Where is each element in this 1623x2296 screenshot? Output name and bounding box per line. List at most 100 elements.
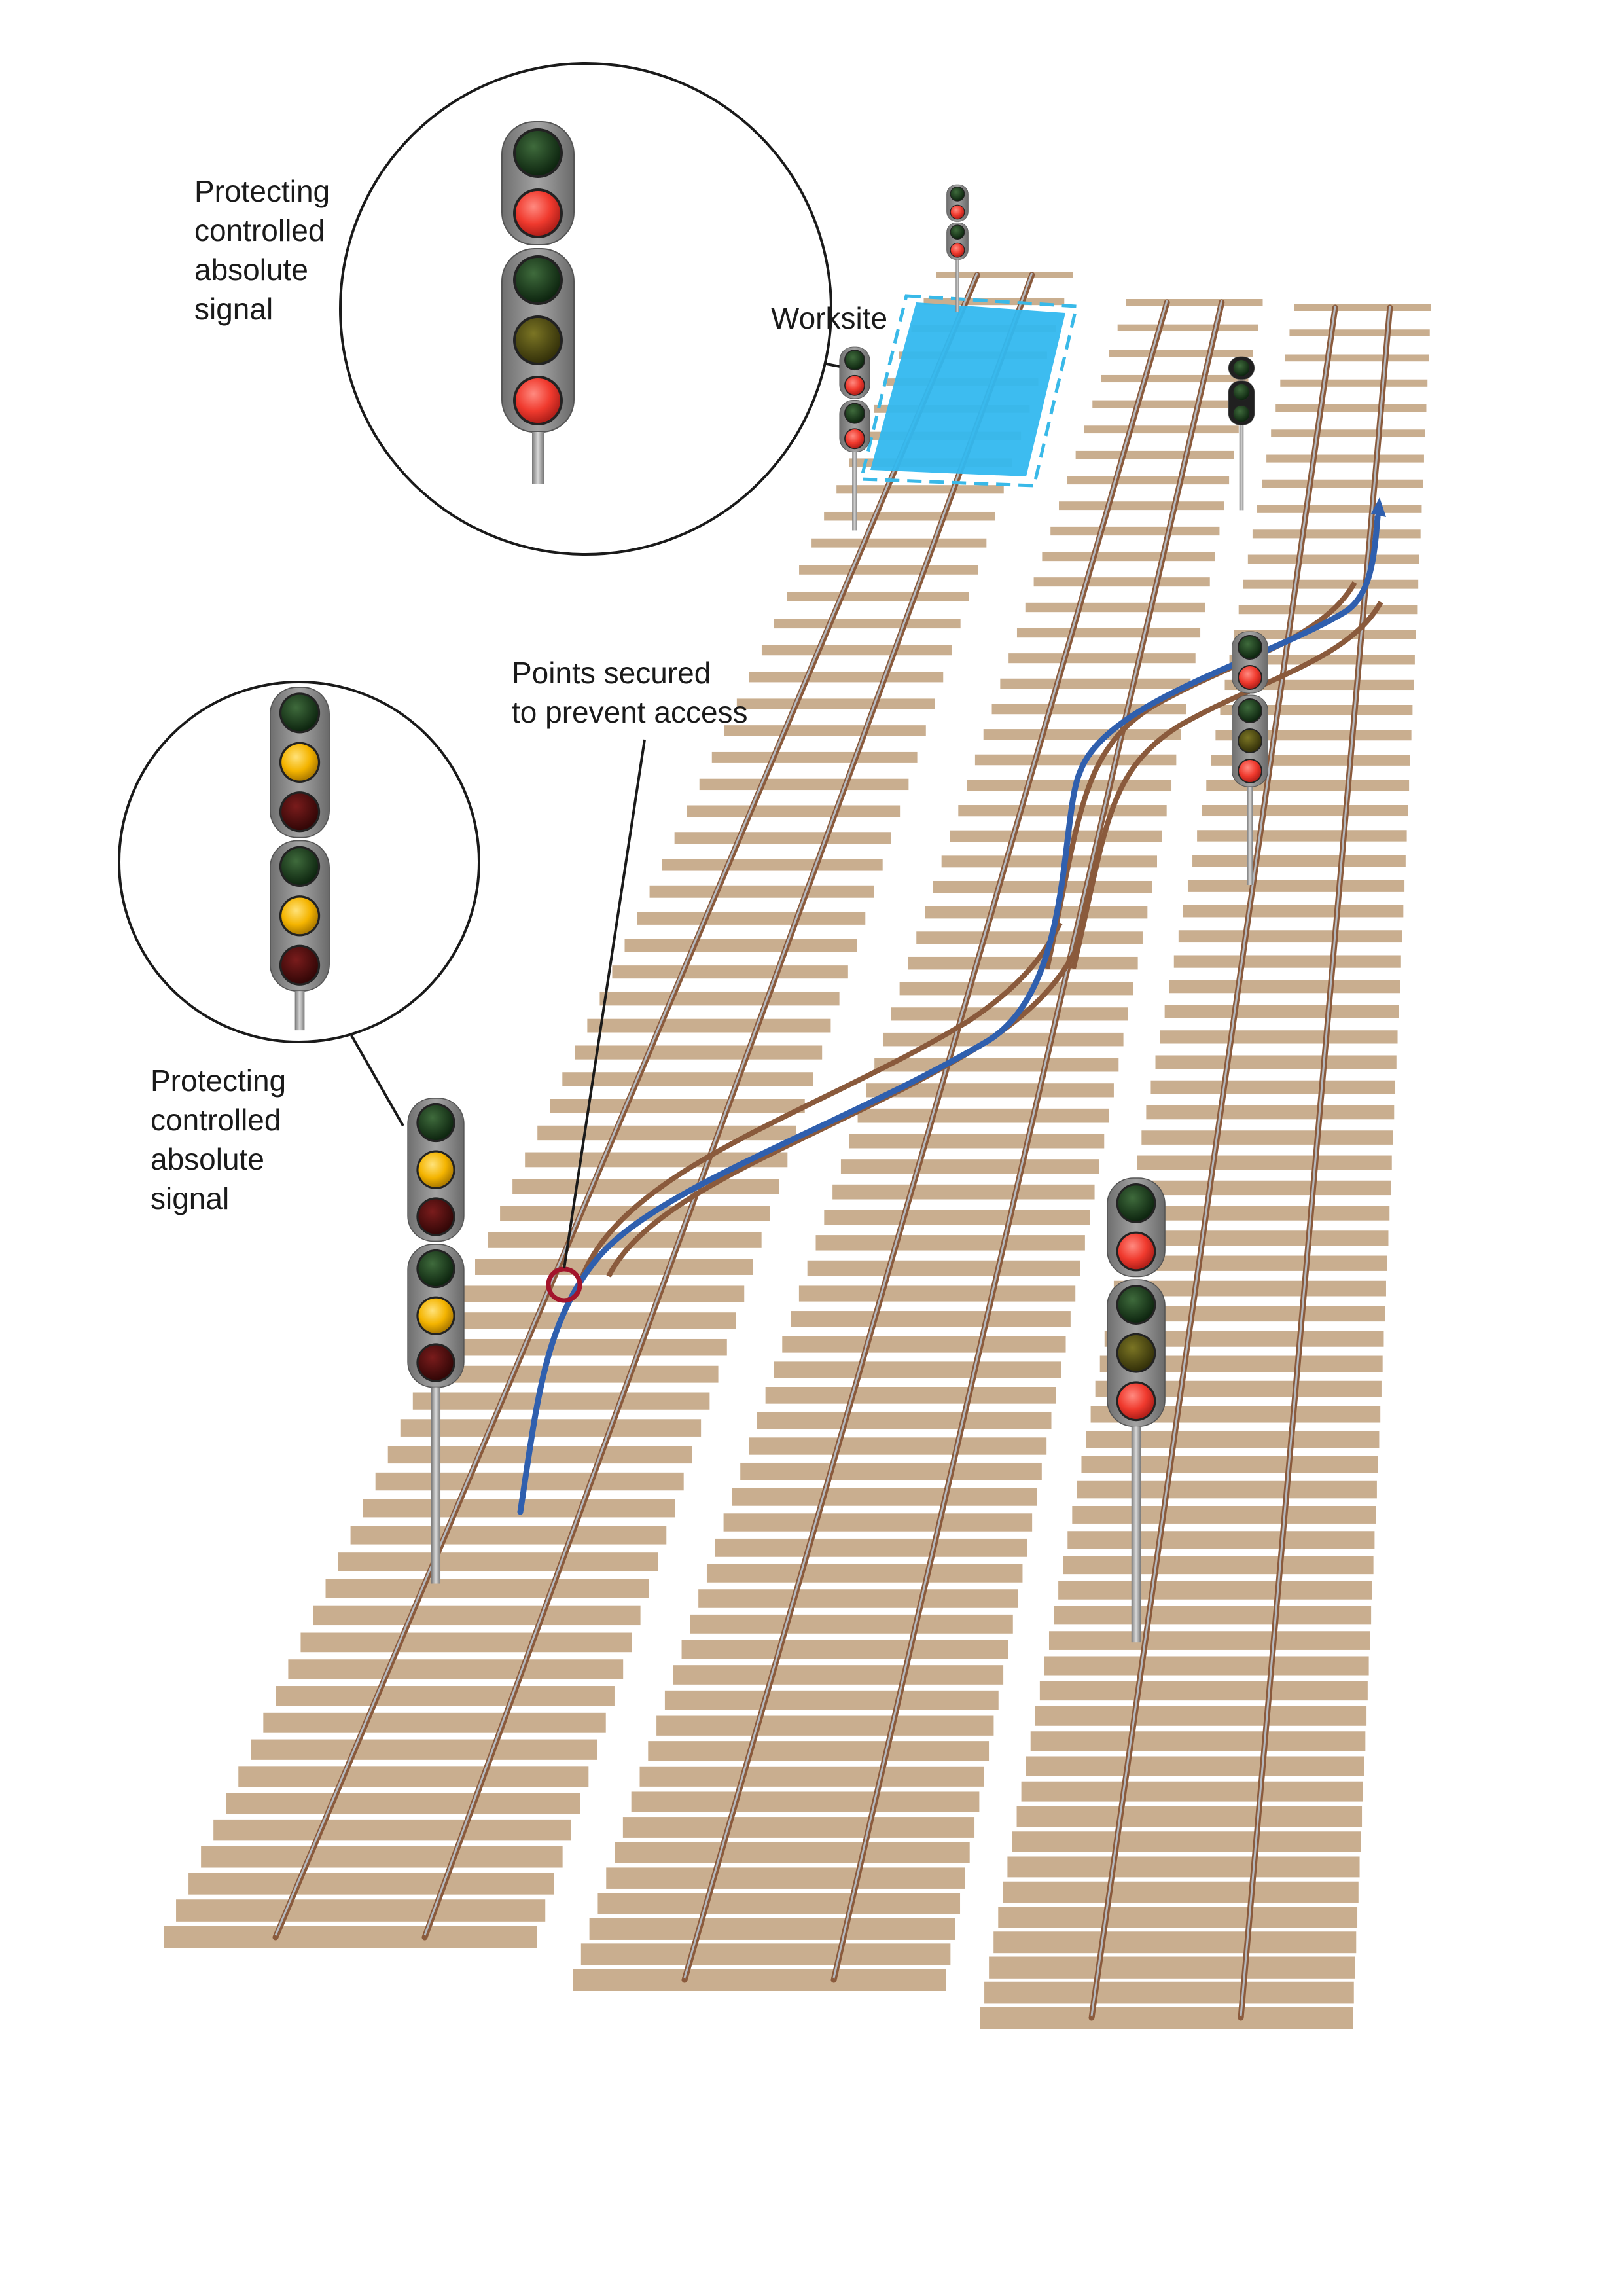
sleeper xyxy=(993,1931,1357,1954)
sleeper xyxy=(1054,1606,1372,1625)
signal-dark-head-2 xyxy=(1228,380,1255,425)
sleeper xyxy=(1285,354,1429,362)
sleeper xyxy=(597,1893,961,1914)
label-protecting-signal-left: Protecting controlled absolute signal xyxy=(151,1064,287,1215)
sleeper xyxy=(288,1659,624,1679)
sleeper xyxy=(923,298,1065,306)
sleeper xyxy=(1117,324,1258,332)
sleeper xyxy=(664,1690,999,1710)
sleeper xyxy=(989,1956,1355,1979)
sleeper xyxy=(1081,1456,1378,1473)
sleeper xyxy=(1000,678,1191,689)
signal-crossover-head-1 xyxy=(1232,631,1268,694)
signal-left-track-head-2 xyxy=(407,1244,465,1388)
sleeper xyxy=(1146,1105,1395,1120)
lamp-red xyxy=(1239,666,1261,689)
callout-signal-left-pole xyxy=(294,991,305,1031)
sleeper xyxy=(612,965,848,979)
sleeper xyxy=(958,805,1167,817)
callout-circle-top xyxy=(339,62,832,556)
route-arrowhead xyxy=(1371,497,1386,517)
sleeper xyxy=(450,1312,736,1329)
sleeper xyxy=(1280,379,1428,387)
sleeper xyxy=(238,1766,589,1787)
lamp-red xyxy=(516,191,560,236)
sleeper xyxy=(425,1365,719,1383)
sleeper xyxy=(774,619,961,629)
lamp-off-green xyxy=(281,848,318,885)
sleeper xyxy=(782,1336,1066,1353)
lamp-off-green xyxy=(418,1251,454,1287)
lamp-red xyxy=(950,205,965,219)
sleeper xyxy=(1234,630,1416,639)
sleeper xyxy=(562,1072,813,1086)
signal-worksite-pole xyxy=(852,452,857,531)
sleeper xyxy=(1247,554,1419,564)
sleeper xyxy=(732,1488,1037,1506)
rail-head xyxy=(683,300,1168,1979)
sleeper xyxy=(950,830,1162,842)
sleeper xyxy=(681,1640,1008,1659)
signal-dark-pole xyxy=(1239,425,1244,511)
sleeper xyxy=(213,1819,571,1841)
sleeper xyxy=(840,1159,1099,1174)
sleeper xyxy=(1058,1581,1372,1600)
sleeper xyxy=(980,2007,1353,2029)
sleeper xyxy=(724,725,926,736)
sleeper xyxy=(1101,374,1249,383)
lamp-off-yellow xyxy=(1239,730,1261,752)
lamp-off-green xyxy=(1233,360,1250,376)
lamp-yellow xyxy=(418,1152,454,1187)
lamp-red xyxy=(845,429,865,448)
sleeper xyxy=(690,1614,1013,1634)
sleeper xyxy=(164,1926,537,1948)
sleeper xyxy=(631,1791,980,1812)
sleeper xyxy=(1092,400,1244,408)
sleeper xyxy=(1252,529,1421,539)
signal-between-tracks-head-1 xyxy=(1107,1177,1166,1278)
sleeper xyxy=(765,1387,1056,1404)
sleeper xyxy=(1257,505,1422,513)
sleeper xyxy=(1192,855,1406,867)
signal-dark-head-1 xyxy=(1228,356,1255,380)
sleeper xyxy=(1021,1781,1363,1802)
lamp-off-green xyxy=(1233,405,1250,422)
sleeper xyxy=(400,1419,702,1437)
sleeper xyxy=(815,1235,1085,1251)
signal-left-track-pole xyxy=(431,1387,441,1584)
sleeper xyxy=(699,778,909,791)
sleeper xyxy=(1262,479,1423,488)
sleeper xyxy=(1025,602,1205,613)
sleeper xyxy=(1271,429,1425,438)
leader-line-left xyxy=(350,1035,404,1126)
sleeper xyxy=(812,538,987,548)
worksite-zone-fill xyxy=(870,302,1065,476)
sleeper xyxy=(1063,1556,1374,1575)
sleeper xyxy=(998,1907,1358,1928)
sleeper xyxy=(1003,1881,1359,1903)
sleeper xyxy=(936,272,1073,278)
sleeper xyxy=(874,1058,1119,1072)
sleeper xyxy=(1050,526,1220,536)
sleeper xyxy=(587,1018,831,1033)
sleeper xyxy=(673,1665,1004,1685)
signal-far-top-head-2 xyxy=(946,222,969,260)
crossover-rail-1 xyxy=(580,922,1063,1278)
sleeper xyxy=(807,1260,1080,1276)
callout-signal-top-head-1 xyxy=(501,121,575,245)
sleeper xyxy=(656,1715,994,1736)
lamp-off-green xyxy=(950,187,965,201)
sleeper xyxy=(791,1311,1071,1327)
signal-worksite-head-1 xyxy=(839,346,870,399)
rail-head xyxy=(423,272,1033,1936)
sleeper xyxy=(899,982,1133,996)
track-middle xyxy=(573,299,1263,1991)
lamp-off-red xyxy=(281,946,318,984)
sleeper xyxy=(537,1125,796,1141)
sleeper xyxy=(575,1045,823,1060)
rail-head xyxy=(1090,305,1336,2017)
signal-between-tracks-head-2 xyxy=(1107,1279,1166,1427)
sleeper xyxy=(1128,1206,1390,1221)
sleeper xyxy=(1123,1230,1389,1246)
sleeper xyxy=(715,1538,1027,1557)
